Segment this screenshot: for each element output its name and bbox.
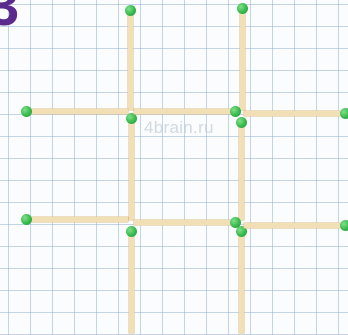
match-head bbox=[237, 3, 248, 14]
match-head bbox=[126, 226, 137, 237]
matchstick[interactable] bbox=[244, 111, 346, 116]
matchstick[interactable] bbox=[244, 223, 346, 228]
match-head bbox=[21, 106, 32, 117]
matchstick[interactable] bbox=[240, 8, 245, 110]
match-head bbox=[230, 217, 241, 228]
match-head bbox=[340, 108, 348, 119]
match-head bbox=[126, 113, 137, 124]
matchstick[interactable] bbox=[239, 231, 244, 333]
matchstick[interactable] bbox=[26, 217, 128, 222]
match-head bbox=[236, 117, 247, 128]
match-head bbox=[230, 106, 241, 117]
match-head bbox=[21, 214, 32, 225]
matchstick[interactable] bbox=[129, 231, 134, 333]
puzzle-number: 3 bbox=[0, 0, 19, 34]
matchstick[interactable] bbox=[134, 220, 236, 225]
matchstick[interactable] bbox=[129, 118, 134, 220]
matchstick[interactable] bbox=[26, 109, 128, 114]
match-head bbox=[340, 220, 348, 231]
watermark: 4brain.ru bbox=[144, 118, 214, 138]
matchstick[interactable] bbox=[128, 10, 133, 110]
matchstick[interactable] bbox=[134, 109, 236, 114]
match-head bbox=[125, 5, 136, 16]
matchstick[interactable] bbox=[239, 122, 244, 220]
